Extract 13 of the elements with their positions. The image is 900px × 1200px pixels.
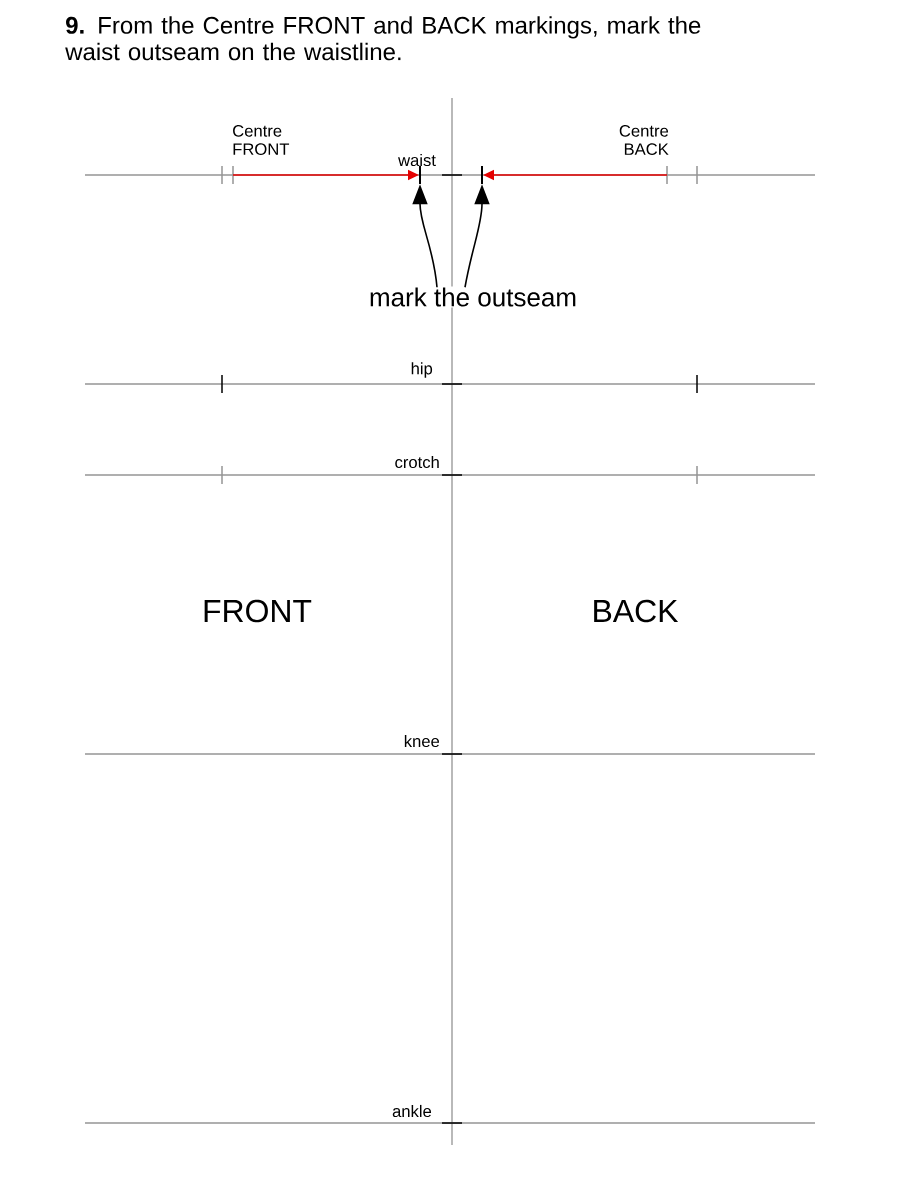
tick-mark <box>419 166 421 184</box>
text-label: Centre BACK <box>619 125 669 156</box>
instruction-text: 9. From the Centre FRONT and BACK markings, mark the waist outseam on the waistline. <box>65 16 701 61</box>
text-label: Centre FRONT <box>233 125 290 156</box>
text-label: crotch <box>395 455 439 469</box>
text-label: knee <box>404 734 440 748</box>
text-label: waist <box>398 153 436 167</box>
tick-mark <box>481 166 483 184</box>
callout-text: mark the outseam <box>367 286 579 308</box>
text-label: ankle <box>392 1104 432 1118</box>
text-label: FRONT <box>204 599 312 623</box>
text-label: hip <box>411 362 433 378</box>
text-label: BACK <box>594 599 679 623</box>
